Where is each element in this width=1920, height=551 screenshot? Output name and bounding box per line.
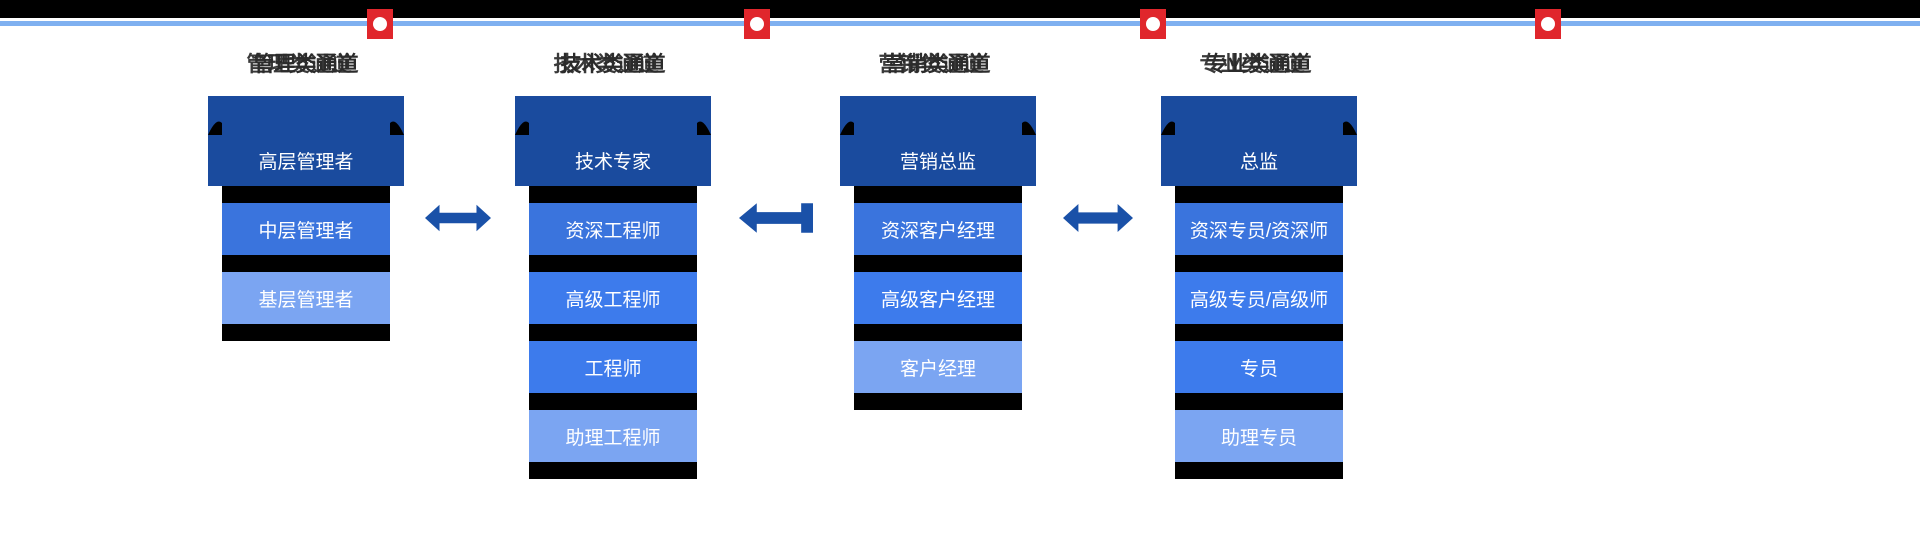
career-level-cell[interactable]: 高级专员/高级师 <box>1175 272 1343 324</box>
marker-dot-icon <box>1146 17 1160 31</box>
horizontal-rule-line <box>0 21 1920 26</box>
career-level-cell[interactable]: 资深专员/资深师 <box>1175 203 1343 255</box>
career-level-cell[interactable]: 高级工程师 <box>529 272 697 324</box>
career-level-cell[interactable]: 技术专家 <box>529 134 697 186</box>
marker-3-pin-icon[interactable] <box>1140 9 1166 39</box>
marker-dot-icon <box>750 17 764 31</box>
lid-shoulder-decoration <box>1161 121 1357 135</box>
column-title-ghost: 营销类通道 <box>878 53 984 76</box>
career-level-cell[interactable]: 基层管理者 <box>222 272 390 324</box>
career-column-marketing: 营销类通道营销类通道营销总监资深客户经理高级客户经理客户经理 <box>840 52 1036 410</box>
marker-4-pin-icon[interactable] <box>1535 9 1561 39</box>
lid-shoulder-decoration <box>515 121 711 135</box>
career-column-technical: 技术类通道技术类通道技术专家资深工程师高级工程师工程师助理工程师 <box>515 52 711 479</box>
marker-1-pin-icon[interactable] <box>367 9 393 39</box>
column-title-text: 管理类通道 <box>253 53 359 76</box>
career-level-cell[interactable]: 助理专员 <box>1175 410 1343 462</box>
career-level-cell[interactable]: 助理工程师 <box>529 410 697 462</box>
career-level-cell[interactable]: 高层管理者 <box>222 134 390 186</box>
column-title-text: 专业类通道 <box>1206 53 1312 76</box>
arrow-management-technical-icon <box>425 204 491 232</box>
lid-shoulder-decoration <box>840 121 1036 135</box>
arrow-marketing-professional-icon <box>1063 204 1133 232</box>
career-level-cell[interactable]: 中层管理者 <box>222 203 390 255</box>
career-level-cell[interactable]: 总监 <box>1175 134 1343 186</box>
career-level-cell[interactable]: 专员 <box>1175 341 1343 393</box>
career-level-cell[interactable]: 客户经理 <box>854 341 1022 393</box>
column-title-marketing: 营销类通道营销类通道 <box>840 52 1036 82</box>
column-title-ghost: 管理类通道 <box>246 53 352 76</box>
column-title-technical: 技术类通道技术类通道 <box>515 52 711 82</box>
career-level-cell[interactable]: 资深工程师 <box>529 203 697 255</box>
arrow-technical-marketing-icon <box>739 203 813 233</box>
column-title-text: 营销类通道 <box>885 53 991 76</box>
marker-dot-icon <box>1541 17 1555 31</box>
column-title-text: 技术类通道 <box>560 53 666 76</box>
column-title-professional: 专业类通道专业类通道 <box>1161 52 1357 82</box>
column-title-management: 管理类通道管理类通道 <box>208 52 404 82</box>
career-level-cell[interactable]: 营销总监 <box>854 134 1022 186</box>
career-level-cell[interactable]: 高级客户经理 <box>854 272 1022 324</box>
marker-dot-icon <box>373 17 387 31</box>
career-level-cell[interactable]: 工程师 <box>529 341 697 393</box>
career-column-management: 管理类通道管理类通道高层管理者中层管理者基层管理者 <box>208 52 404 341</box>
career-column-professional: 专业类通道专业类通道总监资深专员/资深师高级专员/高级师专员助理专员 <box>1161 52 1357 479</box>
marker-2-pin-icon[interactable] <box>744 9 770 39</box>
top-black-band <box>0 0 1920 18</box>
career-level-cell[interactable]: 资深客户经理 <box>854 203 1022 255</box>
column-title-ghost: 专业类通道 <box>1199 53 1305 76</box>
lid-shoulder-decoration <box>208 121 404 135</box>
column-title-ghost: 技术类通道 <box>553 53 659 76</box>
